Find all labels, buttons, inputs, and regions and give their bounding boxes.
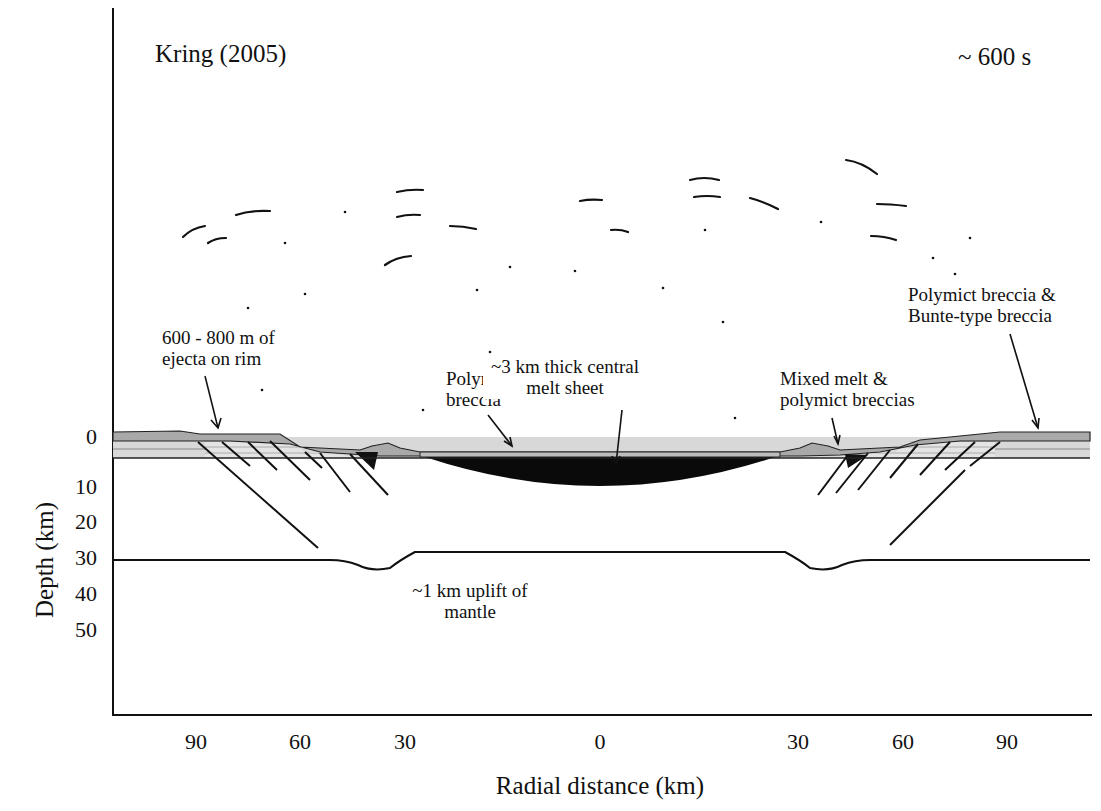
figure-credit: Kring (2005): [155, 40, 286, 68]
ejecta-debris: [183, 160, 906, 265]
tick-label: 30: [787, 730, 809, 755]
tick-label: 90: [996, 730, 1018, 755]
tick-label: 0: [86, 425, 97, 450]
tick-label: 40: [75, 582, 97, 607]
tick-label: 10: [75, 475, 97, 500]
tick-label: 60: [289, 730, 311, 755]
annotation: ~3 km thick central melt sheet: [483, 356, 647, 399]
tick-label: 90: [185, 730, 207, 755]
tick-label: 30: [75, 546, 97, 571]
annotation: Polymict breccia & Bunte-type breccia: [906, 284, 1098, 327]
axes: [112, 8, 1092, 716]
tick-label: 0: [595, 730, 606, 755]
axis-title: Radial distance (km): [496, 772, 704, 800]
moho-line: [113, 552, 1090, 569]
tick-label: 60: [892, 730, 914, 755]
leader-arrows: [205, 334, 1039, 464]
tick-label: 30: [394, 730, 416, 755]
annotation: 600 - 800 m of ejecta on rim: [160, 327, 309, 370]
tick-label: 50: [75, 618, 97, 643]
debris-dots: [247, 211, 972, 420]
axis-title: Depth (km): [31, 502, 59, 618]
faults: [198, 441, 1000, 548]
annotation: Mixed melt & polymict breccias: [778, 368, 932, 411]
time-stamp: ~ 600 s: [958, 43, 1031, 71]
target-rocks: [113, 431, 1090, 486]
annotation: ~1 km uplift of mantle: [396, 580, 545, 623]
tick-label: 20: [75, 510, 97, 535]
